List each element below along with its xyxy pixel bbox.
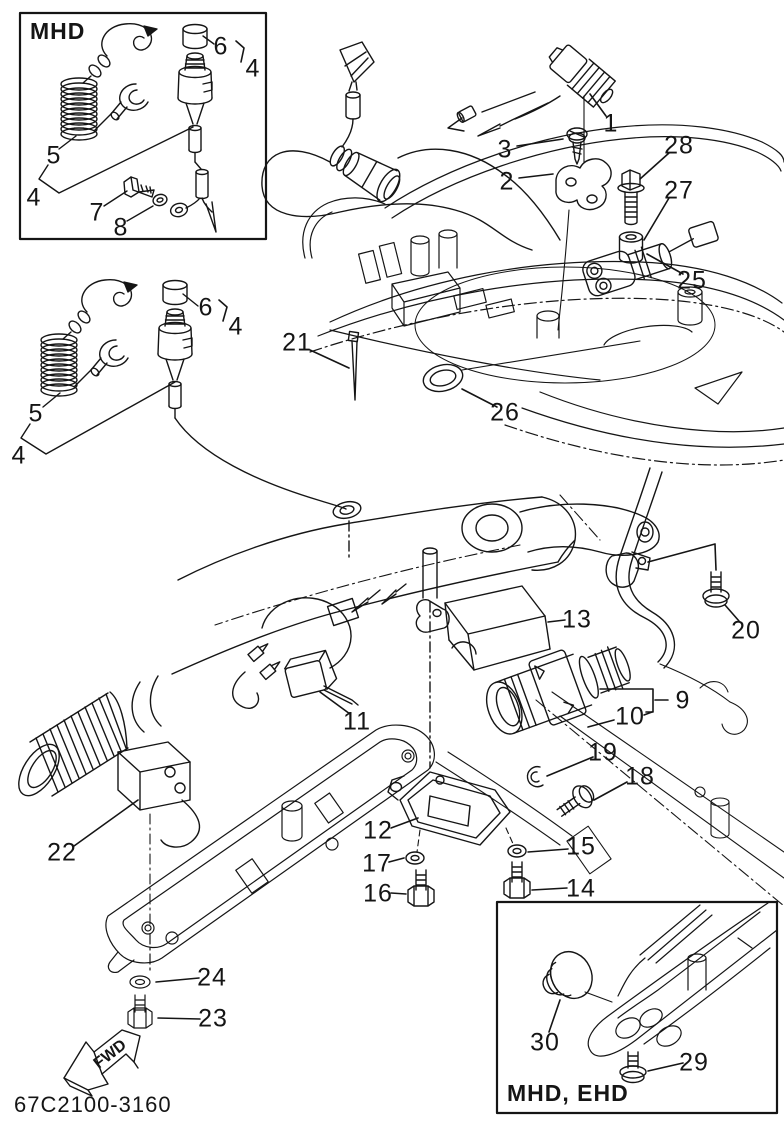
callout-29: 29	[679, 1048, 709, 1077]
switch-11	[232, 597, 359, 715]
callout-7: 7	[89, 198, 105, 227]
callout-11: 11	[343, 707, 371, 736]
callout-19: 19	[588, 738, 618, 767]
callout-4: 4	[11, 441, 27, 470]
washer-19-screw-18	[526, 756, 628, 817]
lower-tray-drawing	[105, 724, 435, 1029]
callout-27: 27	[664, 176, 694, 205]
inset-mhd-label: MHD	[30, 18, 86, 44]
callout-14: 14	[566, 874, 596, 903]
callout-4: 4	[245, 54, 261, 83]
fwd-direction-arrow: FWD	[63, 1029, 141, 1097]
callout-23: 23	[198, 1004, 228, 1033]
callout-2: 2	[499, 167, 515, 196]
callout-26: 26	[490, 398, 520, 427]
callout-4: 4	[228, 312, 244, 341]
callout-17: 17	[362, 849, 392, 878]
callout-10: 10	[615, 702, 645, 731]
bracket-12-hardware	[387, 771, 569, 907]
diagram-part-code: 67C2100-3160	[14, 1092, 172, 1117]
callout-9: 9	[675, 686, 691, 715]
hardware-top-right	[516, 127, 719, 331]
callout-6: 6	[213, 32, 229, 61]
inset-mhd-box	[18, 11, 268, 241]
callout-5: 5	[28, 399, 44, 428]
inset-mhd-ehd-label: MHD, EHD	[507, 1080, 629, 1106]
callout-28: 28	[664, 131, 694, 160]
unit-22	[73, 741, 201, 929]
cable-tie-21	[309, 330, 360, 401]
callout-5: 5	[46, 141, 62, 170]
callout-3: 3	[497, 135, 513, 164]
callout-30: 30	[530, 1028, 560, 1057]
grommet-26	[422, 340, 641, 408]
inset-mhd-ehd-box	[495, 900, 779, 1115]
callout-4: 4	[26, 183, 42, 212]
main-switch-cable	[559, 467, 740, 669]
callout-1: 1	[603, 109, 619, 138]
lanyard-clip-and-plug	[261, 41, 561, 251]
cover-13	[415, 585, 566, 671]
callout-8: 8	[113, 213, 129, 242]
callout-25: 25	[677, 266, 707, 295]
right-tray-edges	[435, 663, 784, 907]
callout-24: 24	[197, 963, 227, 992]
callout-13: 13	[562, 605, 592, 634]
callout-12: 12	[363, 816, 393, 845]
mid-left-stop-switch-assembly	[20, 279, 347, 510]
callout-21: 21	[282, 328, 312, 357]
callout-18: 18	[625, 762, 655, 791]
callout-20: 20	[731, 616, 761, 645]
callout-22: 22	[47, 838, 77, 867]
callout-6: 6	[198, 293, 214, 322]
callout-16: 16	[363, 879, 393, 908]
engine-cowling-drawing	[302, 124, 784, 466]
callout-15: 15	[566, 832, 596, 861]
